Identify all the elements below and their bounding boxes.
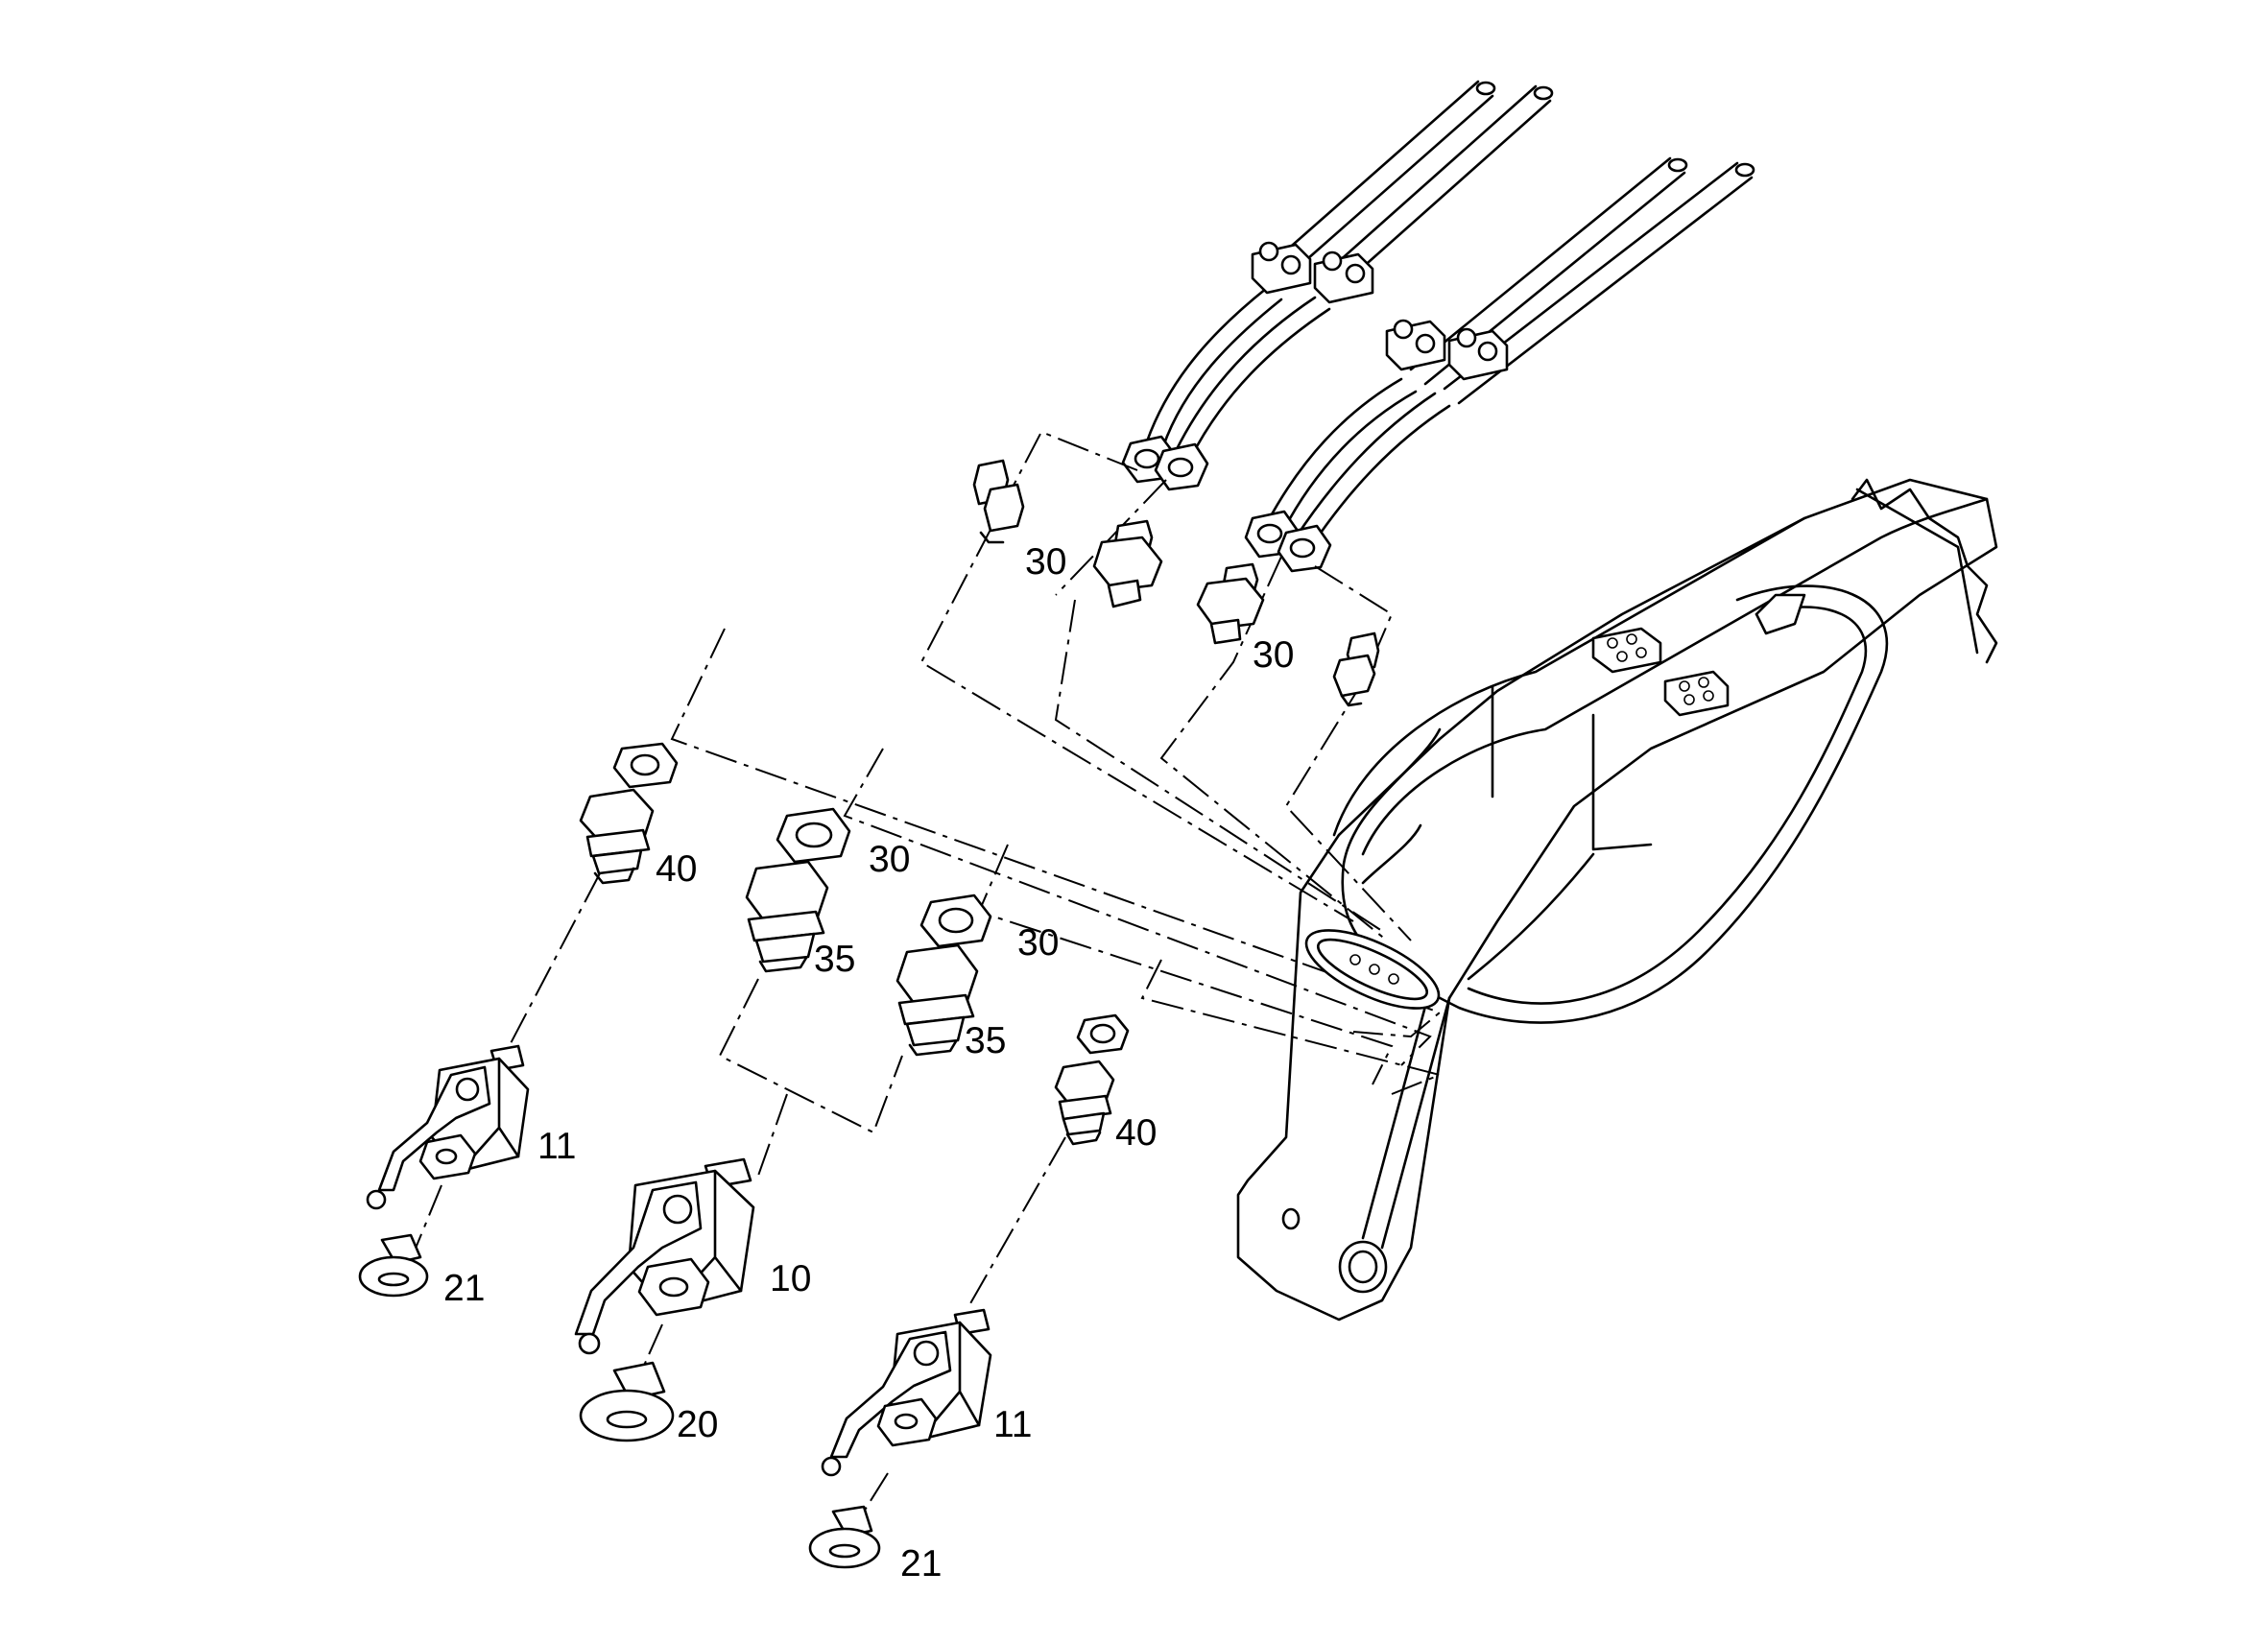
callout-label: 11 <box>537 1126 577 1167</box>
ball-valve <box>821 1308 992 1477</box>
callout-label: 40 <box>1115 1112 1157 1154</box>
ball-valve <box>574 1157 755 1355</box>
union-fitting <box>1332 631 1380 707</box>
callout-label: 30 <box>1253 634 1294 676</box>
callout-label: 35 <box>814 939 855 980</box>
fittings <box>579 459 1380 1146</box>
callout-label: 20 <box>677 1404 718 1445</box>
adapter-fitting <box>1054 1060 1115 1146</box>
callout-label: 40 <box>656 848 697 890</box>
callout-label: 10 <box>770 1258 811 1299</box>
callout-label: 21 <box>443 1268 485 1309</box>
union-fitting <box>1196 562 1265 645</box>
callout-label: 11 <box>993 1404 1033 1445</box>
hydraulic-pipes <box>1121 80 1755 573</box>
callout-label: 30 <box>869 839 910 880</box>
callout-label: 30 <box>1025 541 1066 583</box>
cap <box>358 1233 429 1298</box>
adapter-fitting <box>895 943 979 1057</box>
union-fitting <box>972 459 1025 544</box>
nut <box>1076 1013 1130 1055</box>
cap <box>808 1505 881 1569</box>
adapter-fitting <box>579 788 655 885</box>
valves <box>358 1044 992 1569</box>
nut <box>919 893 992 948</box>
ball-valve <box>366 1044 530 1210</box>
adapter-fitting <box>745 860 829 973</box>
callout-label: 21 <box>900 1543 942 1584</box>
cap <box>579 1361 675 1442</box>
union-fitting <box>1092 519 1163 608</box>
callout-label: 35 <box>965 1020 1006 1061</box>
callouts: 30 30 40 30 35 30 35 40 11 21 10 20 11 2… <box>443 541 1294 1584</box>
callout-label: 30 <box>1017 922 1059 964</box>
nut <box>612 742 679 789</box>
assembly-lines <box>407 430 1444 1513</box>
boom-arm <box>1236 478 1998 1322</box>
nut <box>776 807 851 864</box>
